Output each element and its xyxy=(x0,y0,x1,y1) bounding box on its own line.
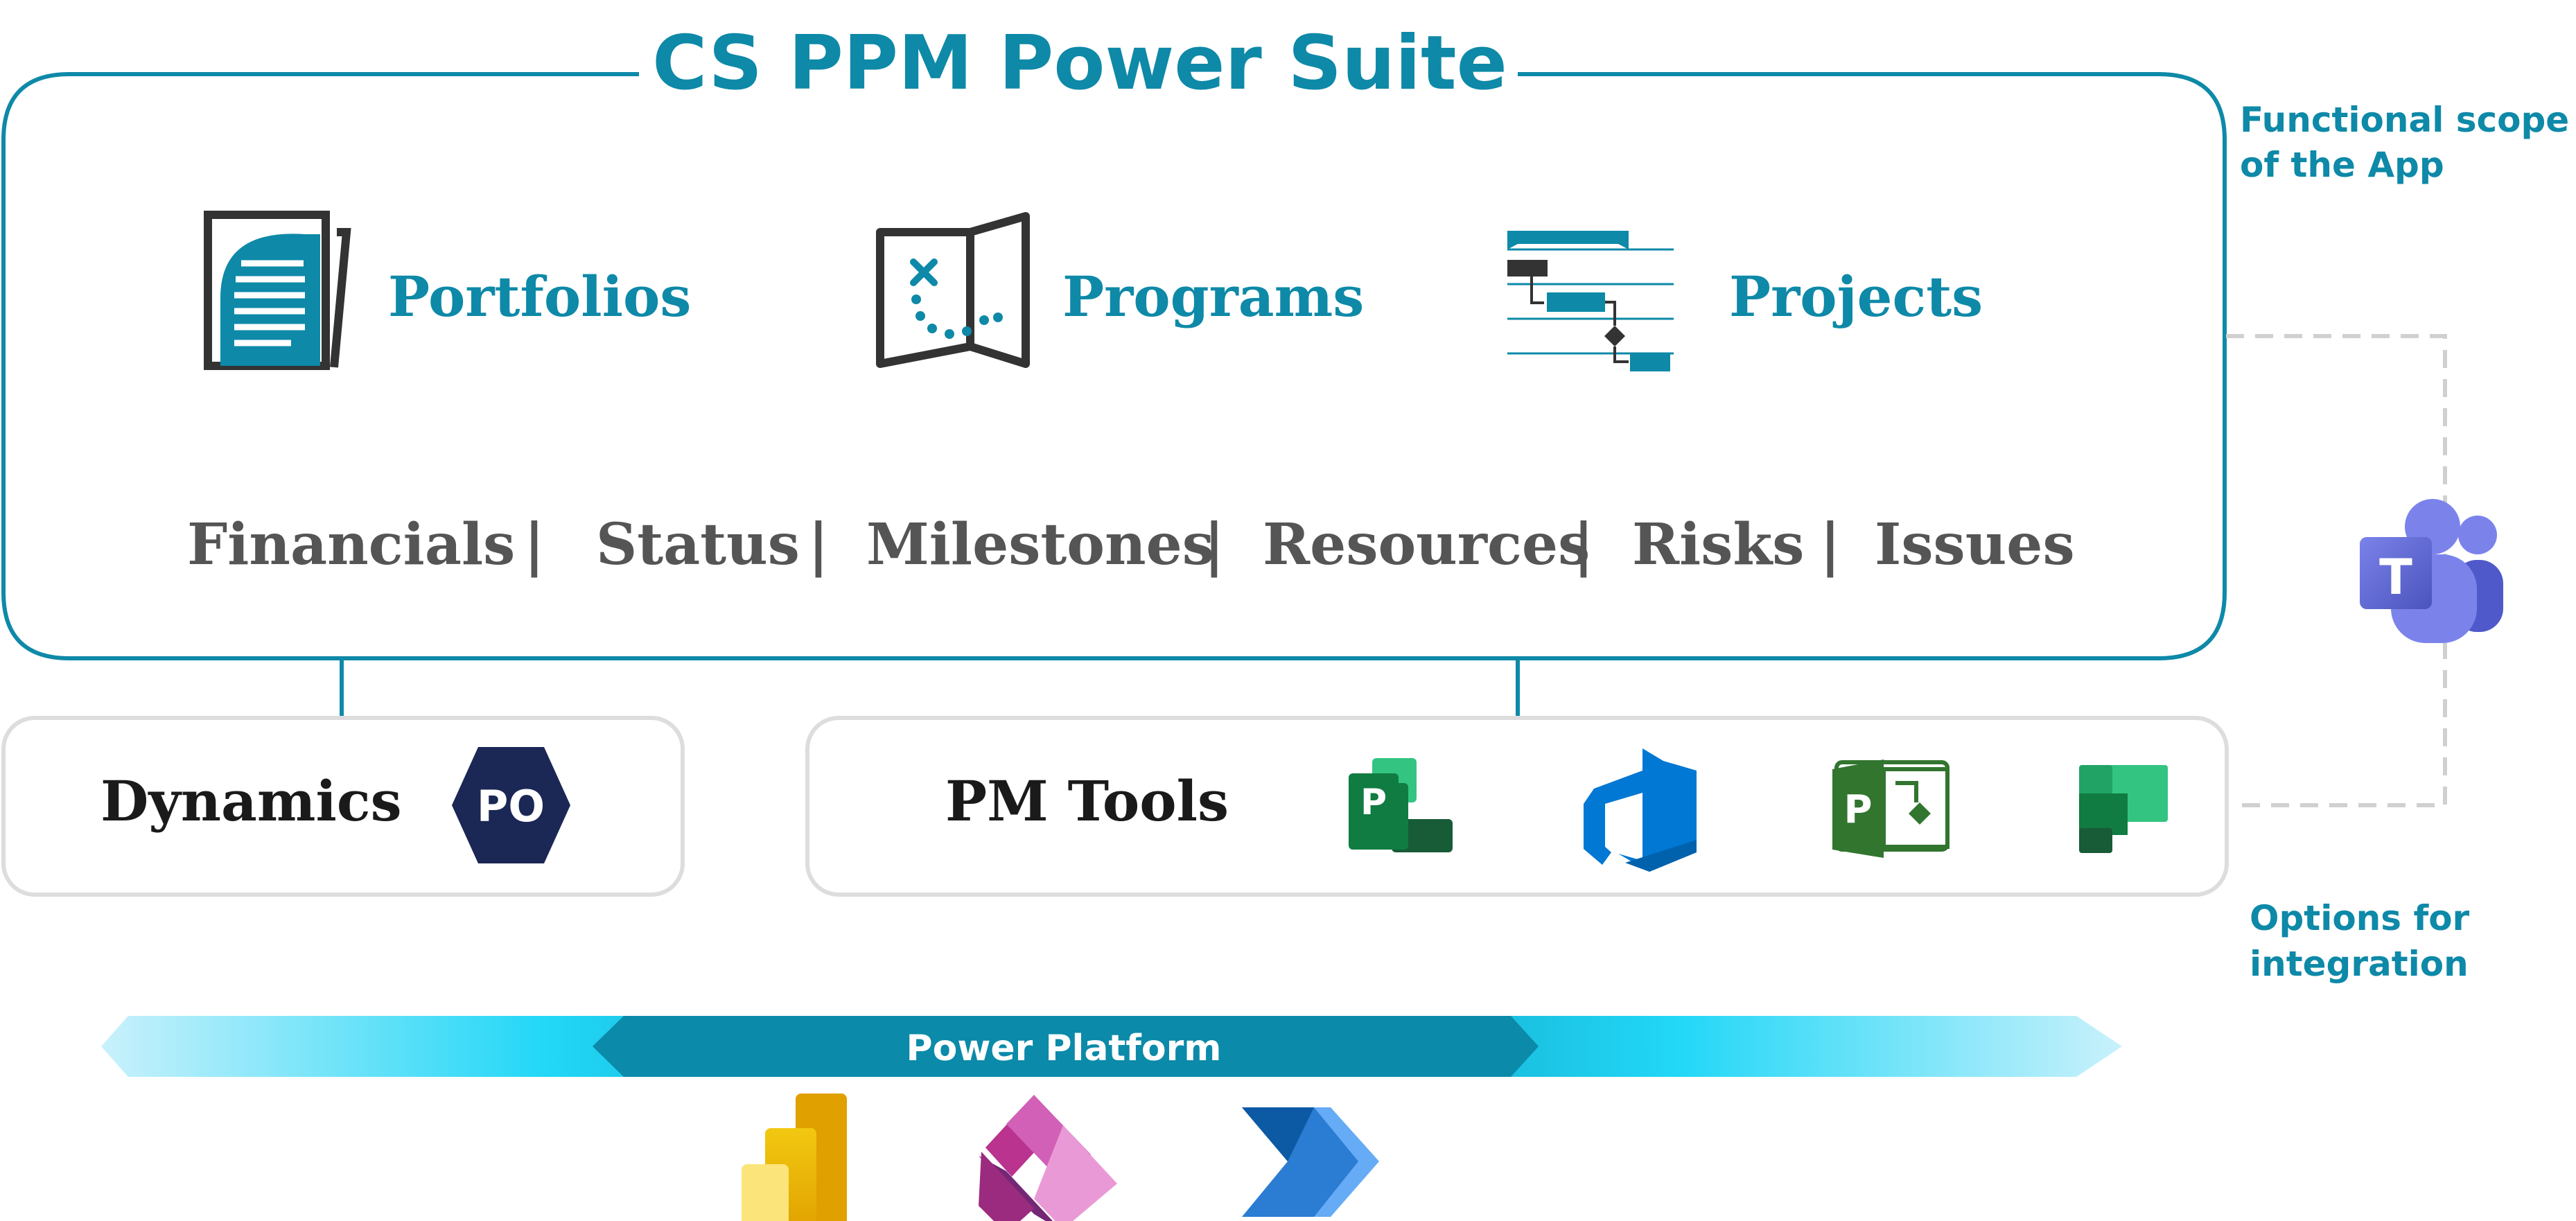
feature-strip: Financials | Status | Milestones | Resou… xyxy=(187,511,2075,578)
feature-separator: | xyxy=(524,511,545,578)
pm-tools-label: PM Tools xyxy=(945,768,1229,834)
feature-resources: Resources xyxy=(1263,511,1590,578)
scope-frame xyxy=(1,72,2227,660)
ms-project-letter: P xyxy=(1843,787,1872,832)
platform-label: Power Platform xyxy=(906,1028,1222,1069)
program-map-icon xyxy=(876,212,1030,368)
platform-band-inner xyxy=(593,1016,1539,1077)
power-automate-icon xyxy=(1242,1107,1379,1217)
page-title: CS PPM Power Suite xyxy=(652,20,1507,107)
feature-separator: | xyxy=(1573,511,1594,578)
azure-devops-icon xyxy=(1584,748,1697,872)
dynamics-label: Dynamics xyxy=(100,768,402,834)
feature-financials: Financials xyxy=(187,511,515,578)
portfolio-document-icon xyxy=(204,211,351,370)
integration-note-line1: Options for xyxy=(2250,898,2470,938)
integration-note-line2: integration xyxy=(2250,944,2469,984)
project-gantt-icon xyxy=(1507,231,1674,371)
project-online-icon: P xyxy=(1349,758,1453,852)
teams-letter: T xyxy=(2379,549,2412,606)
ms-project-icon: P xyxy=(1832,759,1949,858)
power-bi-icon xyxy=(742,1093,847,1221)
project-online-letter: P xyxy=(1360,782,1387,823)
scope-note-line1: Functional scope xyxy=(2240,100,2569,140)
feature-milestones: Milestones xyxy=(866,511,1214,578)
planner-icon xyxy=(2079,765,2168,853)
feature-status: Status xyxy=(596,511,800,578)
area-label-projects: Projects xyxy=(1729,264,1983,329)
feature-separator: | xyxy=(1204,511,1225,578)
scope-note-line2: of the App xyxy=(2240,145,2444,185)
power-apps-icon xyxy=(979,1095,1117,1221)
feature-separator: | xyxy=(1820,511,1841,578)
feature-issues: Issues xyxy=(1875,511,2075,578)
area-label-portfolios: Portfolios xyxy=(388,264,691,329)
feature-separator: | xyxy=(808,511,829,578)
teams-icon: T xyxy=(2360,499,2503,643)
area-label-programs: Programs xyxy=(1062,264,1364,329)
project-operations-icon: PO xyxy=(452,747,570,863)
dynamics-badge: PO xyxy=(477,781,545,832)
feature-risks: Risks xyxy=(1632,511,1804,578)
